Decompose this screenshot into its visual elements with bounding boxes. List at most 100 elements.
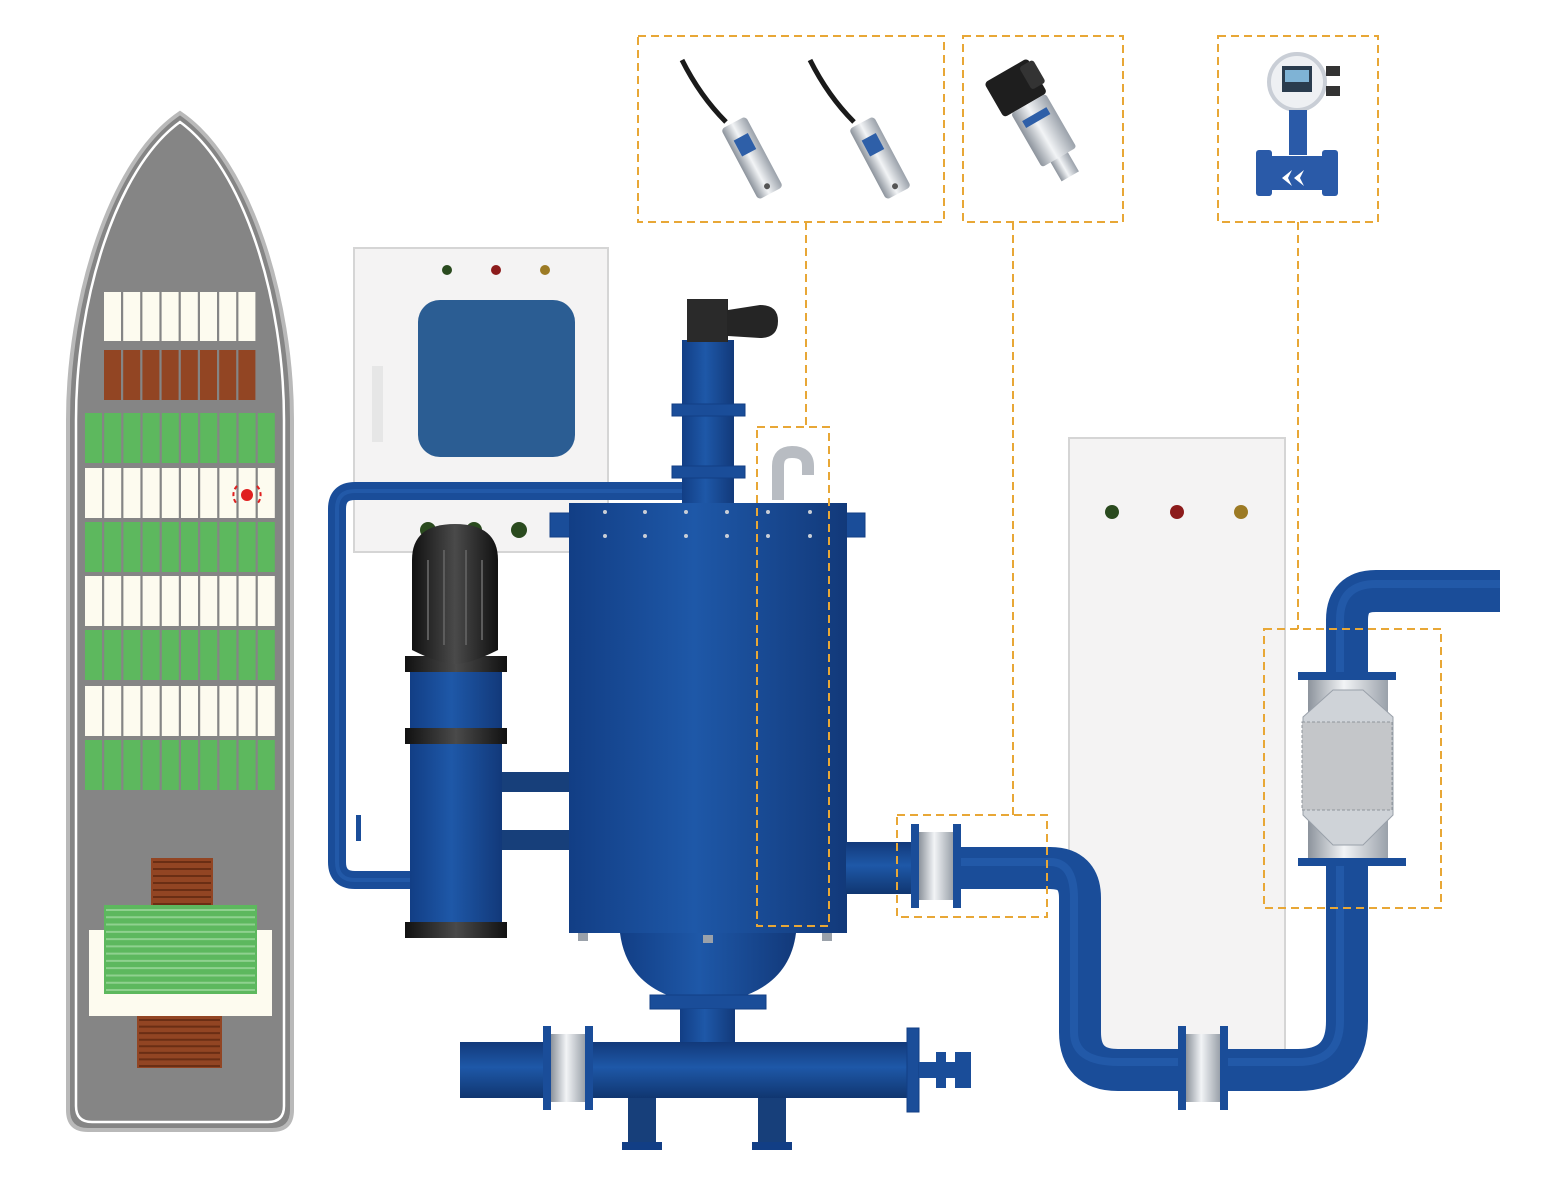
cargo-container: [142, 686, 160, 736]
cargo-container: [123, 686, 141, 736]
cargo-container: [123, 350, 141, 400]
control-cabinet-left: [353, 247, 609, 553]
cargo-container: [161, 522, 179, 572]
cargo-container: [123, 522, 141, 572]
electromagnetic-flowmeter-icon: [1256, 52, 1340, 196]
cargo-container: [200, 292, 217, 341]
cargo-container: [85, 522, 102, 572]
cargo-container: [257, 413, 275, 463]
cargo-container: [238, 413, 256, 463]
flowmeter-spool: [1298, 672, 1406, 866]
cargo-container: [238, 292, 256, 341]
flange-valve: [1178, 1026, 1228, 1110]
flange-valve: [543, 1026, 593, 1110]
cargo-container: [142, 292, 160, 341]
cargo-container: [181, 576, 198, 626]
control-screen: [418, 300, 575, 457]
cargo-container: [85, 576, 102, 626]
callout-box-outlet-pressure: [896, 814, 1048, 918]
cargo-container: [104, 413, 122, 463]
cargo-container: [219, 576, 237, 626]
outlet-pipe: [911, 570, 1500, 1110]
cargo-container: [85, 630, 102, 680]
submersible-level-sensor-icon: [679, 58, 782, 199]
cargo-container: [200, 740, 218, 790]
cargo-container: [123, 413, 141, 463]
cargo-container: [238, 630, 256, 680]
cargo-container: [161, 740, 179, 790]
cargo-container: [181, 630, 198, 680]
control-cabinet-right: [1068, 437, 1286, 1055]
cargo-container: [104, 468, 122, 518]
indicator-light-red: [1170, 505, 1184, 519]
indicator-light-red: [491, 265, 501, 275]
cargo-container: [257, 468, 275, 518]
cargo-container: [104, 292, 121, 341]
cargo-container: [104, 522, 122, 572]
cargo-container: [142, 630, 160, 680]
cargo-container: [142, 350, 160, 400]
cargo-container: [104, 576, 122, 626]
callout-box-flowmeter-spool: [1263, 628, 1442, 909]
cargo-container: [219, 292, 237, 341]
cargo-container: [219, 468, 237, 518]
cargo-container: [85, 686, 102, 736]
indicator-light-amber: [1234, 505, 1248, 519]
cargo-container: [181, 686, 198, 736]
cargo-container: [200, 686, 218, 736]
cargo-container: [104, 630, 122, 680]
cargo-container: [142, 468, 160, 518]
cargo-container: [142, 413, 160, 463]
cargo-container: [123, 292, 141, 341]
callout-box-level-sensors: [637, 35, 945, 223]
bottom-pipe: [460, 1026, 971, 1150]
cargo-container: [142, 576, 160, 626]
cargo-container: [123, 740, 141, 790]
cargo-container: [238, 686, 256, 736]
cargo-container: [200, 350, 217, 400]
cargo-container: [142, 522, 160, 572]
cargo-container: [238, 740, 256, 790]
pump-motor: [405, 524, 576, 938]
cargo-container: [200, 522, 218, 572]
cargo-container: [219, 522, 237, 572]
cargo-container: [257, 630, 275, 680]
cargo-container: [219, 740, 237, 790]
indicator-light-amber: [540, 265, 550, 275]
cargo-container: [219, 686, 237, 736]
cargo-container: [180, 350, 198, 400]
callout-box-flowmeter: [1217, 35, 1379, 223]
cargo-container: [161, 468, 179, 518]
cargo-container: [85, 468, 102, 518]
cargo-container: [200, 468, 218, 518]
cargo-container: [161, 413, 179, 463]
cargo-container: [219, 350, 237, 400]
cargo-container: [238, 350, 256, 400]
cargo-container: [200, 576, 218, 626]
cargo-container: [104, 740, 122, 790]
cargo-container: [161, 686, 179, 736]
cargo-container: [219, 413, 237, 463]
cargo-container: [104, 686, 122, 736]
cargo-containers: [85, 292, 275, 790]
cargo-container: [181, 740, 198, 790]
callout-box-pressure-sensor: [962, 35, 1124, 223]
submersible-level-sensor-icon: [807, 58, 910, 199]
cargo-container: [238, 522, 256, 572]
return-pipe: [328, 482, 705, 889]
cargo-container: [161, 576, 179, 626]
cargo-container: [123, 576, 141, 626]
cargo-container: [200, 630, 218, 680]
cargo-container: [257, 686, 275, 736]
cargo-container: [181, 413, 198, 463]
cargo-container: [104, 350, 121, 400]
cargo-container: [161, 292, 179, 341]
cargo-container: [238, 576, 256, 626]
indicator-light-green: [442, 265, 452, 275]
pressure-transmitter-icon: [985, 59, 1079, 182]
cargo-container: [85, 413, 102, 463]
location-marker-icon: [232, 485, 262, 505]
cargo-container: [200, 413, 218, 463]
